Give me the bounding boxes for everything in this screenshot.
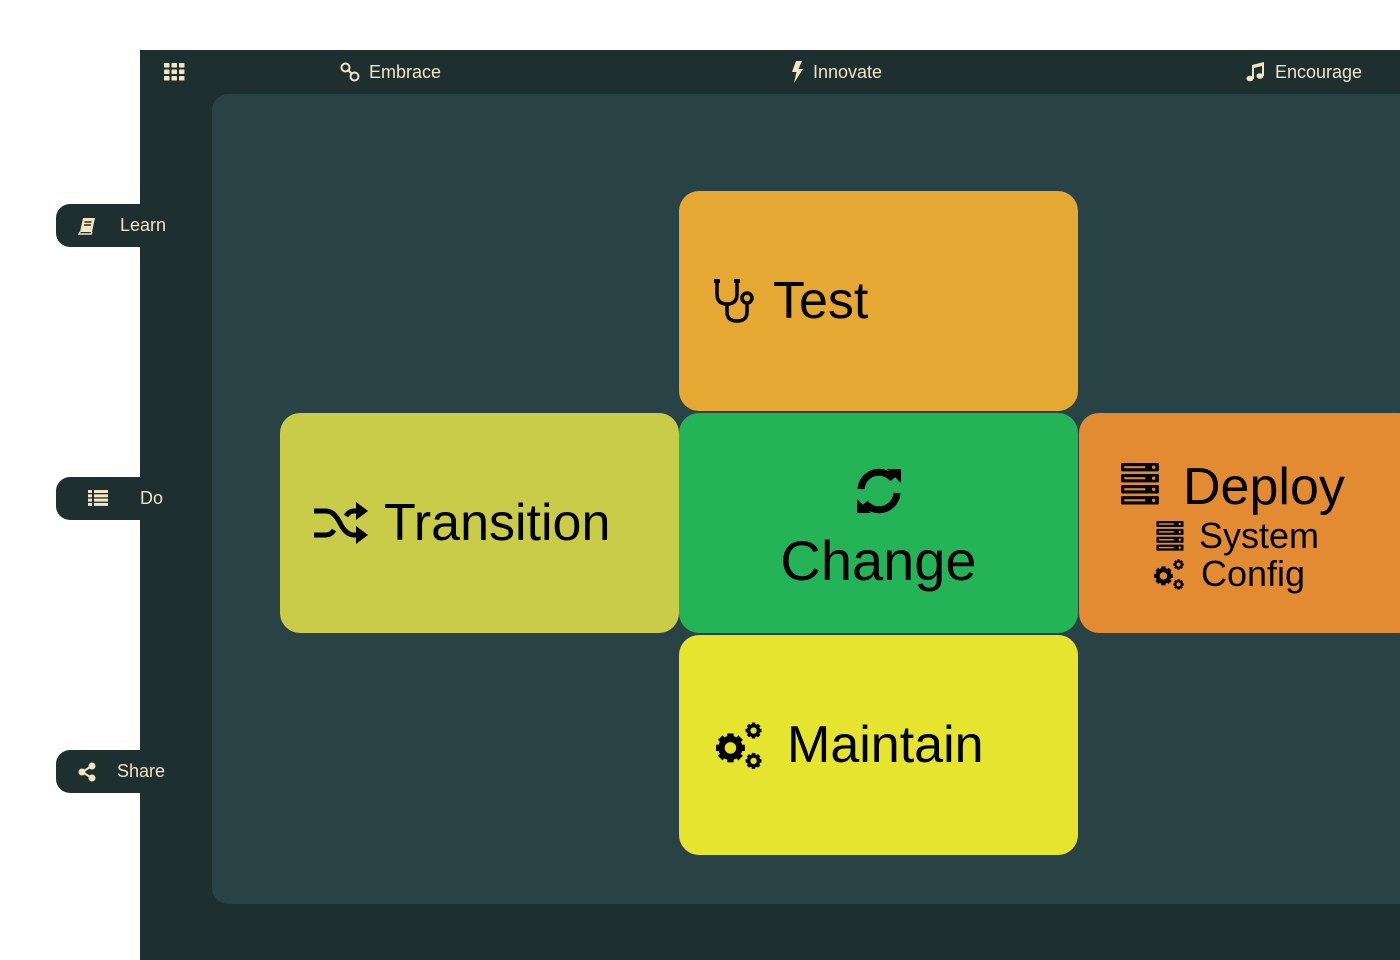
sidebar-item-share[interactable]: Share (56, 750, 212, 793)
tile-label: Change (780, 529, 977, 592)
server-icon (1113, 463, 1167, 505)
nav-item-label: Innovate (813, 61, 883, 82)
book-icon (78, 217, 96, 235)
tile-maintain[interactable]: Maintain (679, 635, 1078, 855)
music-note-icon (1246, 62, 1266, 82)
list-icon (88, 490, 108, 508)
nav-item-label: Encourage (1275, 61, 1363, 82)
sidebar-item-do[interactable]: Do (56, 477, 212, 520)
nav-item-label: Embrace (369, 61, 442, 82)
gears-icon (1151, 557, 1191, 591)
tile-label: Maintain (787, 716, 984, 774)
link-icon (340, 62, 360, 82)
deploy-subitem-config[interactable]: Config (1151, 556, 1305, 592)
sidebar-item-label: Learn (120, 215, 167, 235)
share-icon (78, 762, 96, 782)
subitem-label: System (1199, 515, 1320, 556)
apps-menu-button[interactable] (164, 50, 186, 94)
refresh-icon (853, 465, 905, 517)
deploy-subitem-system[interactable]: System (1151, 515, 1320, 556)
server-icon (1151, 521, 1189, 551)
tile-change[interactable]: Change (679, 413, 1078, 633)
tile-label: Deploy (1183, 458, 1345, 516)
tile-label: Test (773, 272, 869, 330)
nav-item-embrace[interactable]: Embrace (340, 50, 441, 94)
sidebar-item-label: Do (140, 488, 164, 508)
tile-deploy[interactable]: Deploy System Config (1079, 413, 1400, 633)
tile-test[interactable]: Test (679, 191, 1078, 411)
tile-transition[interactable]: Transition (280, 413, 679, 633)
sidebar-item-learn[interactable]: Learn (56, 204, 212, 247)
stethoscope-icon (713, 278, 757, 324)
nav-item-innovate[interactable]: Innovate (791, 50, 882, 94)
tile-label: Transition (384, 494, 611, 552)
sidebar-item-label: Share (117, 761, 166, 781)
gears-icon (713, 719, 771, 771)
nav-item-encourage[interactable]: Encourage (1246, 50, 1362, 94)
shuffle-icon (314, 501, 368, 545)
bolt-icon (791, 61, 804, 83)
top-nav: Embrace Innovate Encourage (140, 50, 1400, 94)
grid-icon (164, 63, 186, 81)
subitem-label: Config (1201, 553, 1306, 594)
